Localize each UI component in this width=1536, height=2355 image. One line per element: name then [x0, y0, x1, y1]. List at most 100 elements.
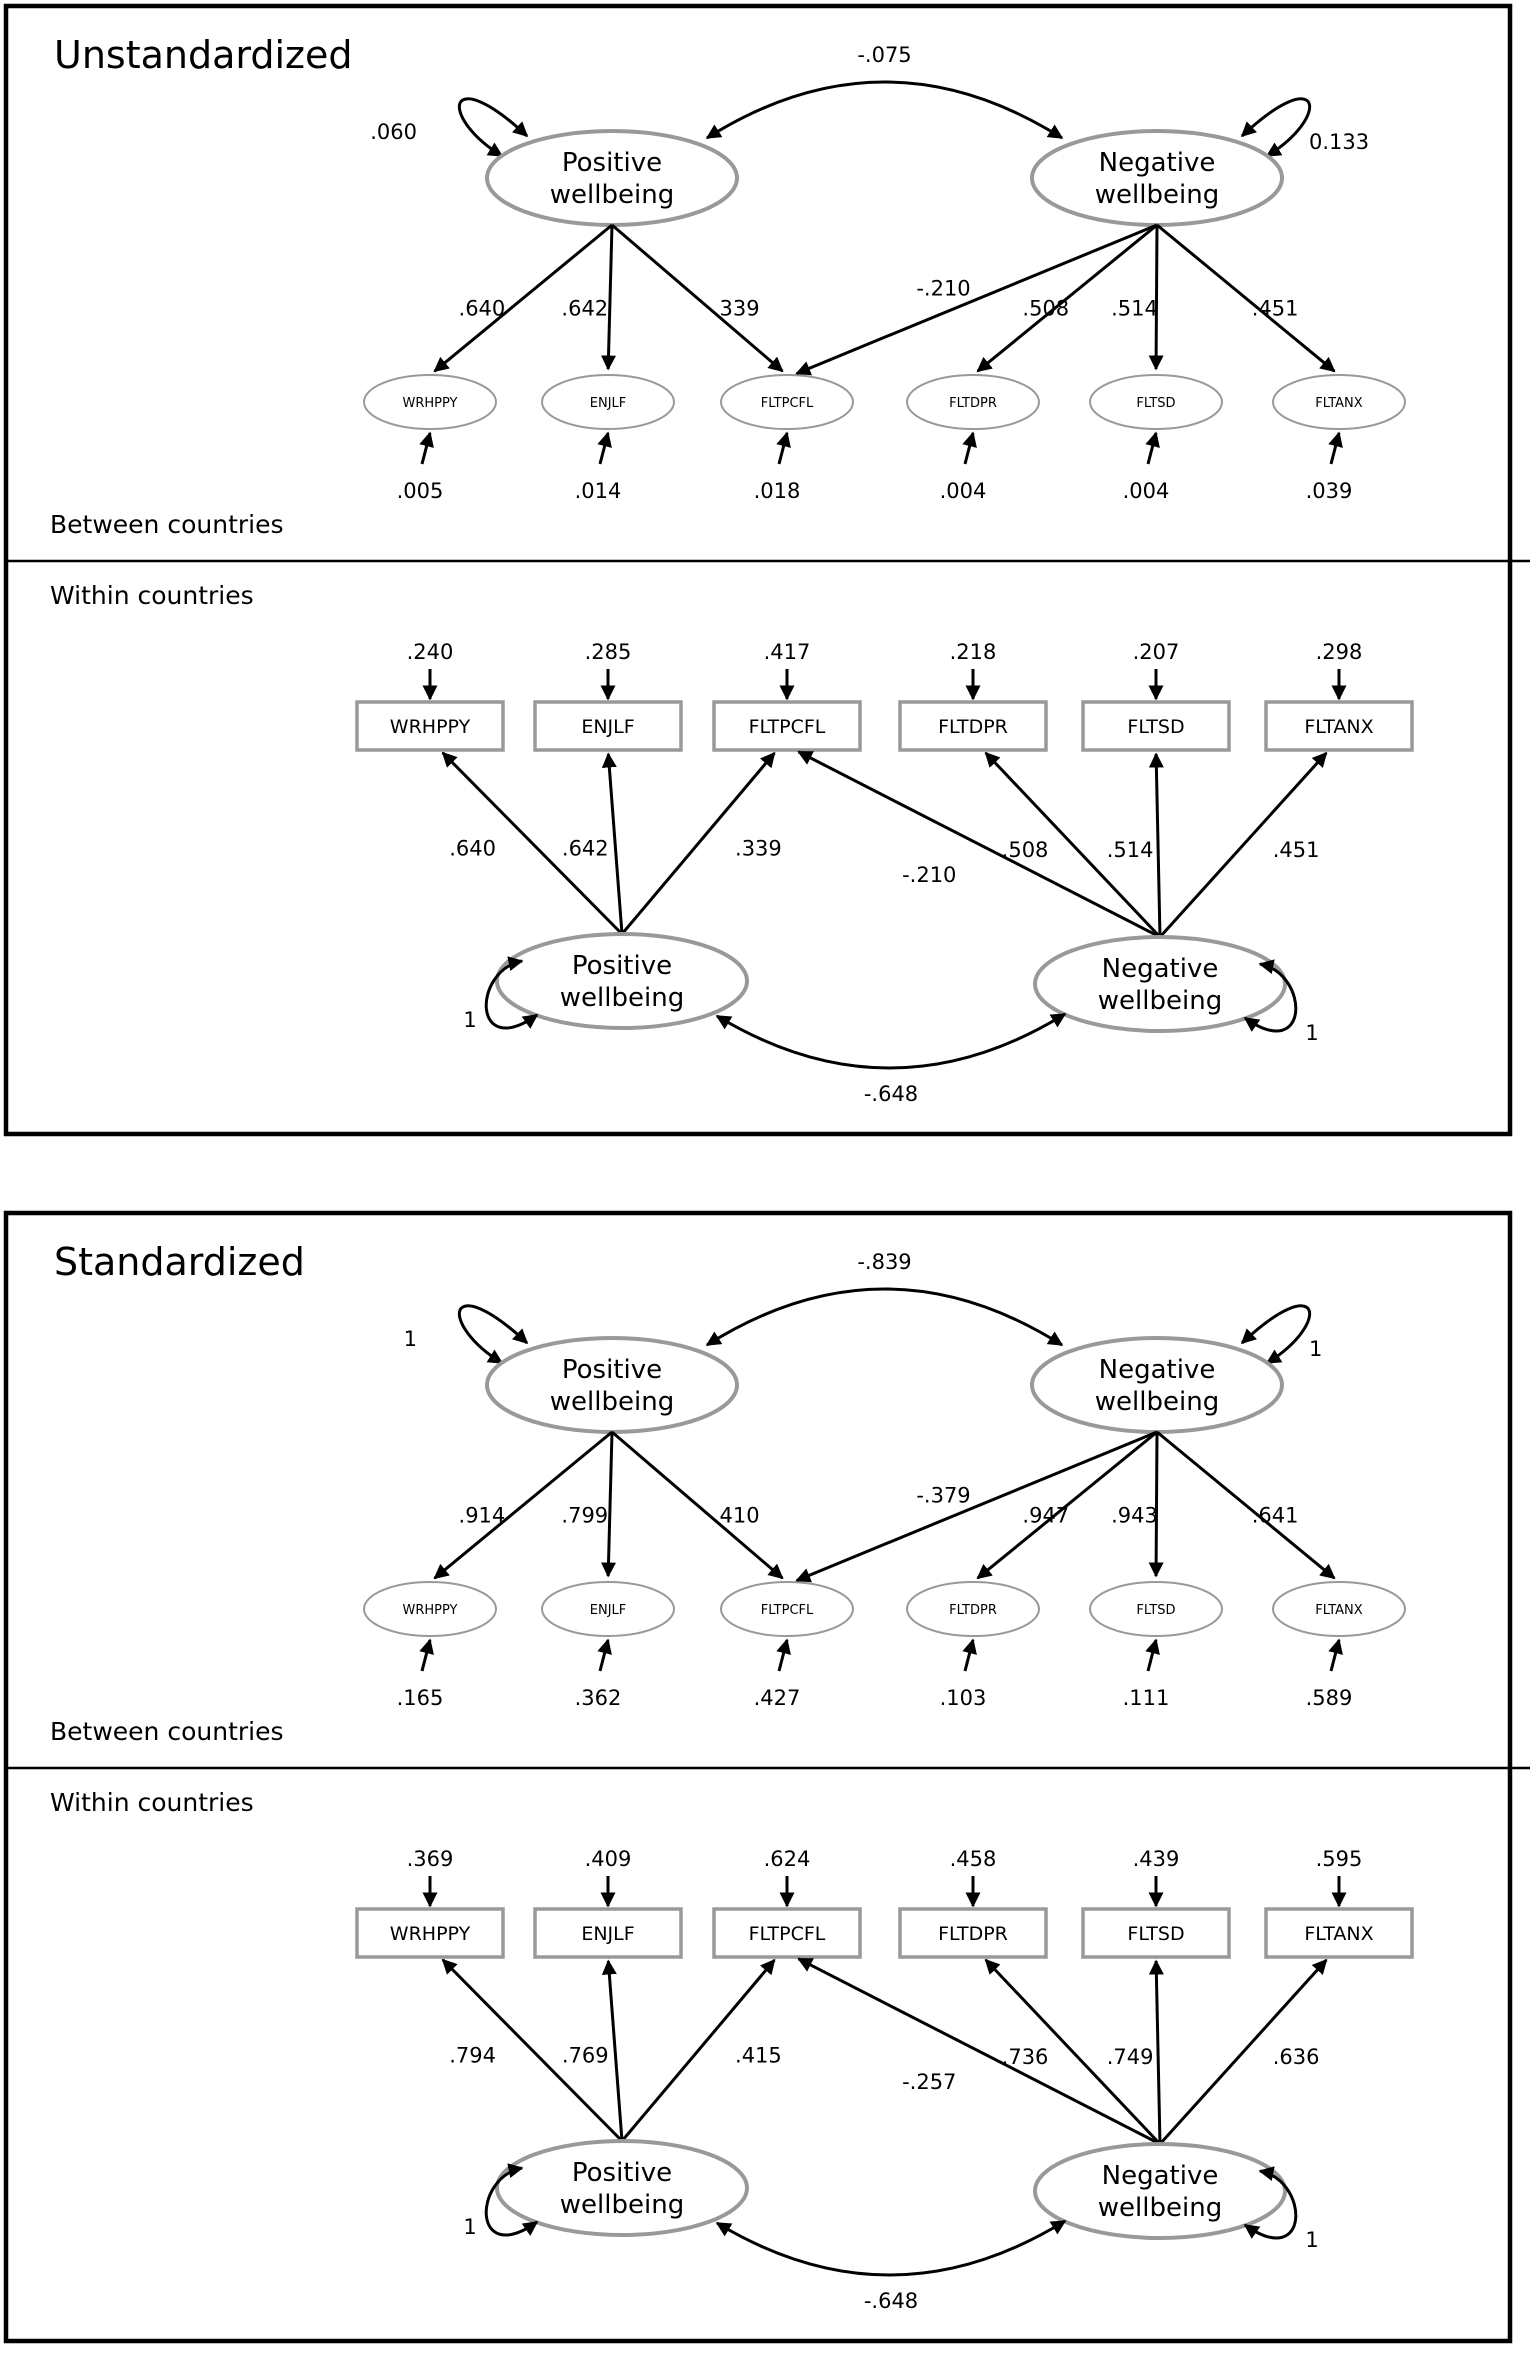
between-latent-covariance-value: -.075 — [857, 43, 911, 67]
within-loading-arrow-fltpcfl — [620, 751, 776, 935]
within-indicator-label-fltanx: FLTANX — [1304, 716, 1373, 738]
between-indicator-wrhppy — [363, 374, 497, 430]
between-residual-value-fltsd: .111 — [1123, 1686, 1170, 1710]
between-loading-arrow-wrhppy — [433, 1430, 613, 1580]
within-indicator-label-fltsd: FLTSD — [1127, 1923, 1184, 1945]
within-residual-value-fltanx: .595 — [1316, 1847, 1363, 1871]
within-indicator-label-fltsd: FLTSD — [1127, 716, 1184, 738]
within-indicator-fltsd — [1081, 1907, 1231, 1959]
between-indicator-enjlf — [541, 1581, 675, 1637]
between-cross-loading-arrow — [795, 1430, 1158, 1583]
between-negative-wellbeing-latent — [1030, 129, 1284, 227]
between-indicator-label-fltdpr: FLTDPR — [949, 1603, 997, 1618]
between-residual-value-enjlf: .362 — [575, 1686, 622, 1710]
between-loading-arrow-fltanx — [1156, 1430, 1336, 1580]
between-indicator-fltdpr — [906, 374, 1040, 430]
within-indicator-fltanx — [1264, 700, 1414, 752]
within-loading-arrow-fltsd — [1148, 752, 1164, 938]
within-loading-value-enjlf: .769 — [562, 2044, 609, 2068]
within-level-model: .369WRHPPY.409ENJLF.624FLTPCFL.458FLTDPR… — [355, 1847, 1414, 2313]
between-positive-variance-loop — [457, 97, 529, 158]
between-loading-arrow-fltpcfl — [611, 1430, 784, 1580]
between-indicator-label-wrhppy: WRHPPY — [403, 396, 458, 411]
between-loading-arrow-enjlf — [601, 224, 617, 371]
between-indicator-label-fltpcfl: FLTPCFL — [761, 396, 814, 411]
between-indicator-label-fltanx: FLTANX — [1315, 1603, 1362, 1618]
between-cross-loading-arrow — [795, 223, 1158, 376]
panel-frame — [3, 1210, 1513, 2344]
within-loading-value-fltanx: .451 — [1273, 838, 1320, 862]
between-indicator-fltdpr — [906, 1581, 1040, 1637]
between-negative-variance-loop — [1240, 97, 1312, 158]
between-residual-value-wrhppy: .165 — [397, 1686, 444, 1710]
between-residual-arrow-fltpcfl — [776, 431, 791, 465]
between-negative-wellbeing-latent — [1030, 1336, 1284, 1434]
within-negative-variance-loop — [1243, 959, 1298, 1033]
between-loading-value-fltanx: .451 — [1252, 297, 1299, 321]
between-residual-arrow-fltanx — [1328, 431, 1343, 465]
within-residual-value-fltsd: .207 — [1133, 640, 1180, 664]
between-indicator-fltsd — [1089, 1581, 1223, 1637]
between-loading-value-fltsd: .514 — [1111, 297, 1158, 321]
within-countries-label: Within countries — [50, 581, 254, 610]
between-loading-value-enjlf: .799 — [561, 1504, 608, 1528]
within-residual-value-fltpcfl: .417 — [764, 640, 811, 664]
between-countries-label: Between countries — [50, 1717, 284, 1746]
within-cross-loading-value: -.210 — [902, 863, 956, 887]
between-indicator-label-fltsd: FLTSD — [1136, 1603, 1175, 1618]
between-indicator-label-enjlf: ENJLF — [590, 1603, 627, 1618]
between-negative-variance-value: 1 — [1309, 1337, 1322, 1361]
within-countries-label: Within countries — [50, 1788, 254, 1817]
between-residual-value-fltpcfl: .018 — [754, 479, 801, 503]
within-loading-arrow-wrhppy — [441, 751, 624, 936]
within-residual-value-enjlf: .409 — [585, 1847, 632, 1871]
within-loading-arrow-fltanx — [1158, 751, 1328, 939]
between-indicator-label-fltsd: FLTSD — [1136, 396, 1175, 411]
between-residual-arrow-wrhppy — [419, 1638, 434, 1672]
between-residual-value-fltsd: .004 — [1123, 479, 1170, 503]
between-residual-value-enjlf: .014 — [575, 479, 622, 503]
within-loading-arrow-fltsd — [1148, 1959, 1164, 2145]
within-positive-variance-value: 1 — [463, 1008, 476, 1032]
between-cross-loading-value: -.210 — [916, 277, 970, 301]
between-negative-variance-loop — [1240, 1304, 1312, 1365]
within-indicator-enjlf — [533, 700, 683, 752]
within-negative-variance-value: 1 — [1305, 1021, 1318, 1045]
between-indicator-wrhppy — [363, 1581, 497, 1637]
between-latent-covariance-arrow — [705, 1287, 1064, 1347]
within-level-model: .240WRHPPY.285ENJLF.417FLTPCFL.218FLTDPR… — [355, 640, 1414, 1106]
between-indicator-label-enjlf: ENJLF — [590, 396, 627, 411]
between-loading-value-fltpcfl: .339 — [713, 297, 760, 321]
within-positive-variance-loop — [484, 2163, 539, 2237]
within-indicator-label-fltdpr: FLTDPR — [938, 1923, 1008, 1945]
between-latent-covariance-arrow — [705, 80, 1064, 140]
between-residual-arrow-fltsd — [1145, 1638, 1160, 1672]
between-residual-arrow-enjlf — [597, 1638, 612, 1672]
within-indicator-label-fltpcfl: FLTPCFL — [749, 1923, 826, 1945]
within-cross-loading-arrow — [797, 750, 1161, 939]
within-loading-value-enjlf: .642 — [562, 837, 609, 861]
between-residual-arrow-enjlf — [597, 431, 612, 465]
between-loading-arrow-fltpcfl — [611, 223, 784, 373]
between-loading-arrow-enjlf — [601, 1431, 617, 1578]
within-indicator-enjlf — [533, 1907, 683, 1959]
between-indicator-label-fltdpr: FLTDPR — [949, 396, 997, 411]
within-loading-value-wrhppy: .794 — [449, 2044, 496, 2068]
between-residual-value-fltpcfl: .427 — [754, 1686, 801, 1710]
between-indicator-label-fltanx: FLTANX — [1315, 396, 1362, 411]
between-loading-value-wrhppy: .914 — [459, 1504, 506, 1528]
between-positive-variance-value: .060 — [370, 120, 417, 144]
between-indicator-fltanx — [1272, 374, 1406, 430]
between-residual-value-wrhppy: .005 — [397, 479, 444, 503]
within-positive-wellbeing-latent — [495, 2139, 749, 2237]
within-loading-arrow-fltpcfl — [620, 1958, 776, 2142]
within-indicator-fltanx — [1264, 1907, 1414, 1959]
within-loading-value-fltsd: .749 — [1107, 2045, 1154, 2069]
between-loading-arrow-fltdpr — [976, 1430, 1158, 1580]
